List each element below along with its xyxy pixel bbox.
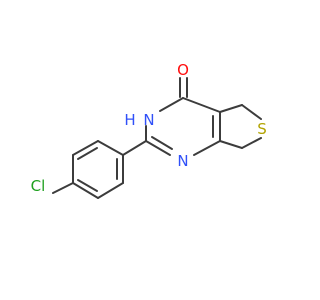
bonds [52,77,262,199]
bond-ph-inner-2 [77,179,98,192]
bond-ph-4 [72,182,99,199]
bond-ph-5 [97,182,124,199]
atom-nitrogen-3: N [143,111,154,129]
bond-ph-2 [72,140,99,156]
structure-canvas: O H N N S Cl [30,61,267,199]
bond-c5-s [241,104,262,120]
bond-c2-n1-1 [145,140,171,156]
bond-c4-n3 [159,97,184,112]
atom-nitrogen-1: N [177,152,188,170]
bond-ph-inner-1 [77,147,98,160]
bond-c-cl [52,182,74,194]
bond-c7-c7a [219,140,243,149]
bond-n1-c7a [193,140,221,156]
atom-oxygen: O [177,61,189,79]
bond-s-c7 [241,137,262,149]
atom-hydrogen-on-nitrogen: H [124,111,135,129]
molecule-structure: O H N N S Cl [31,61,267,199]
bond-c2-ph [122,140,147,156]
atom-sulfur: S [257,120,267,138]
bond-c4a-c4 [182,97,221,113]
bond-c4a-c5 [219,104,243,113]
bond-ph-1 [97,140,124,156]
atom-chlorine: Cl [31,177,46,195]
bond-c2-n1-2 [151,136,173,150]
